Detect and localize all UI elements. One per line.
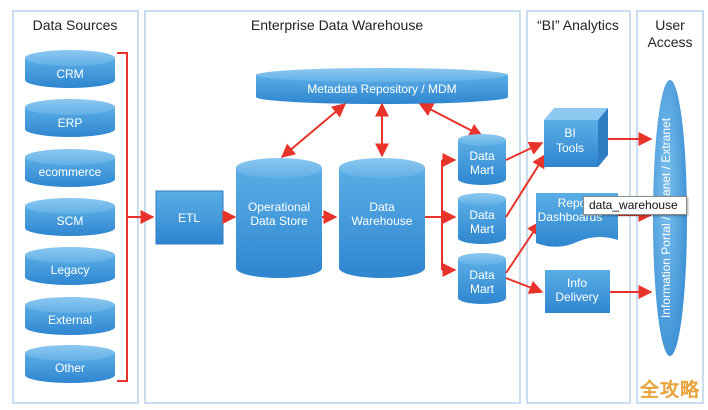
source-label: Legacy (51, 263, 90, 277)
ods-label-line2: Data Store (250, 214, 308, 228)
panel-title-sources: Data Sources (33, 17, 118, 33)
bi-tools-cube: BI Tools (544, 108, 608, 167)
info-delivery-label-line1: Info (567, 276, 587, 290)
source-label: External (48, 313, 92, 327)
dw-label-line2: Warehouse (352, 214, 413, 228)
arrow-mart1-to-bitools (505, 142, 544, 161)
source-label: CRM (56, 67, 83, 81)
source-label: Other (55, 361, 85, 375)
mart-label-line1: Data (469, 208, 495, 222)
etl-label: ETL (178, 211, 200, 225)
arrow-mart3-to-reports (505, 220, 541, 274)
ods-label-line1: Operational (248, 200, 310, 214)
bi-tools-label-line1: BI (564, 126, 575, 140)
panel-title-user: User (655, 17, 685, 33)
arrow-metadata-mart (418, 103, 484, 137)
source-label: ecommerce (39, 165, 102, 179)
panel-title-access: Access (647, 34, 692, 50)
dw-label-line1: Data (369, 200, 395, 214)
source-cylinder-erp: ERP (25, 99, 115, 137)
mart-label-line2: Mart (470, 222, 495, 236)
data-mart-1: Data Mart (458, 134, 506, 185)
etl-box: ETL (155, 190, 224, 245)
source-cylinder-crm: CRM (25, 50, 115, 88)
tooltip: data_warehouse (583, 196, 687, 215)
data-mart-2: Data Mart (458, 193, 506, 244)
metadata-label: Metadata Repository / MDM (307, 82, 456, 96)
source-cylinder-other: Other (25, 345, 115, 383)
info-delivery-label-line2: Delivery (555, 290, 598, 304)
arrow-mart2-to-bitools (505, 153, 546, 218)
data-warehouse: Data Warehouse (339, 158, 425, 278)
bi-tools-label-line2: Tools (556, 141, 584, 155)
source-cylinder-scm: SCM (25, 198, 115, 236)
arrow-metadata-ods (280, 103, 347, 158)
watermark-logo: 全攻略 (640, 379, 701, 401)
information-portal: Information Portal / Intranet / Extranet (653, 80, 687, 356)
source-cylinder-legacy: Legacy (25, 247, 115, 285)
mart-label-line2: Mart (470, 282, 495, 296)
mart-label-line1: Data (469, 149, 495, 163)
metadata-repository: Metadata Repository / MDM (256, 68, 508, 104)
mart-label-line2: Mart (470, 163, 495, 177)
panel-title-warehouse: Enterprise Data Warehouse (251, 17, 423, 33)
operational-data-store: Operational Data Store (236, 158, 322, 278)
source-cylinder-ecommerce: ecommerce (25, 149, 115, 187)
source-label: ERP (58, 116, 83, 130)
reports-label-line1: Repor (558, 196, 591, 210)
portal-label: Information Portal / Intranet / Extranet (659, 117, 673, 318)
arrow-mart3-to-delivery (505, 277, 544, 294)
mart-label-line1: Data (469, 268, 495, 282)
panel-title-bi: “BI” Analytics (537, 17, 619, 33)
source-label: SCM (57, 214, 84, 228)
info-delivery-box: Info Delivery (545, 270, 610, 313)
data-mart-3: Data Mart (458, 253, 506, 304)
source-cylinder-external: External (25, 297, 115, 335)
